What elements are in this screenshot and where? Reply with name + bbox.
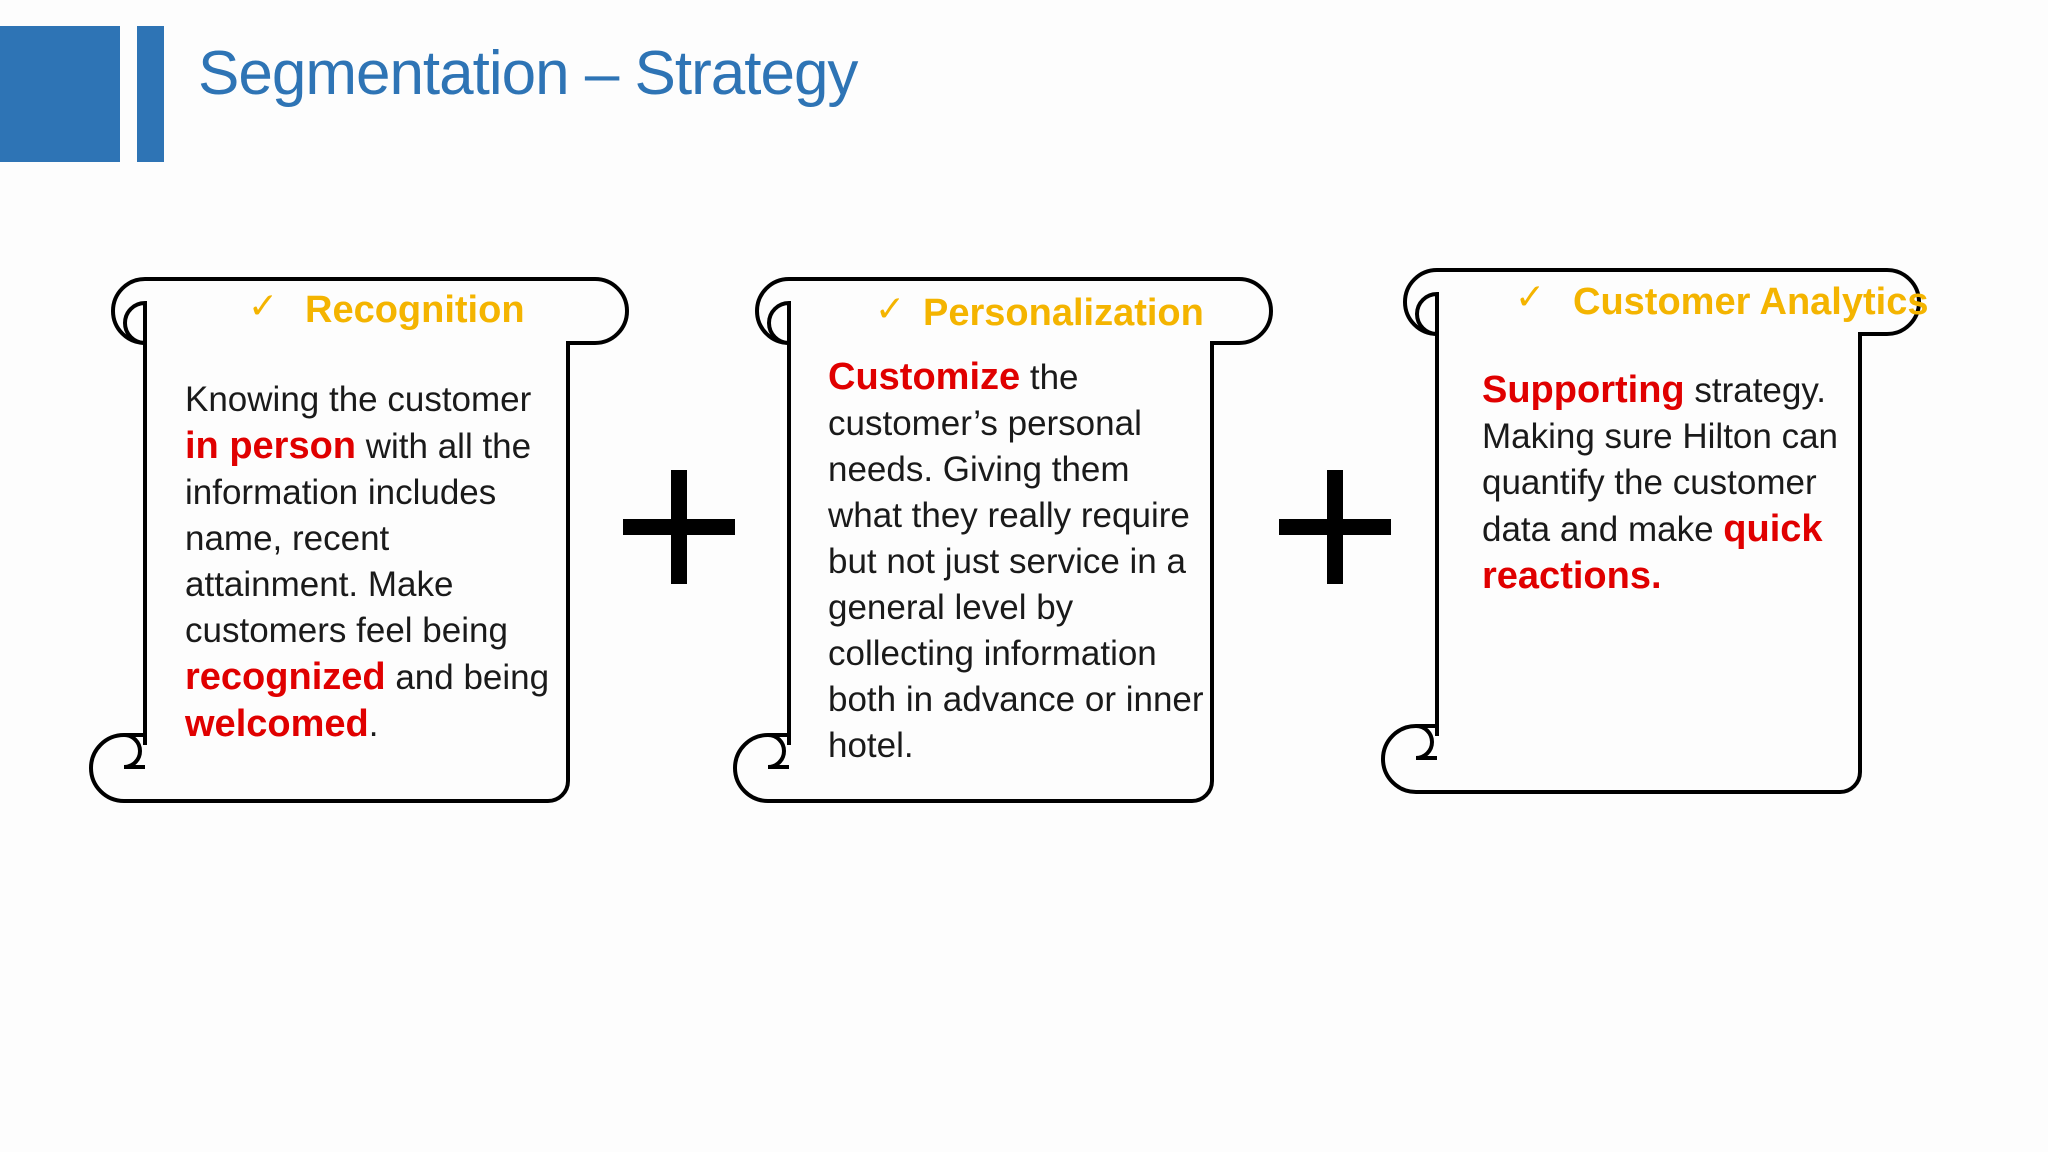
card-body-customer-analytics: Supporting strategy. Making sure Hilton … <box>1482 367 1872 600</box>
card-title-customer-analytics: Customer Analytics <box>1573 281 1929 323</box>
checkmark-icon: ✓ <box>248 285 279 326</box>
card-body-text: the customer’s personal needs. Giving th… <box>828 358 1204 765</box>
card-body-highlight: in person <box>185 425 357 467</box>
accent-block <box>0 26 120 162</box>
accent-bar <box>137 26 164 162</box>
card-body-text: strategy. Making sure Hilton can quantif… <box>1482 371 1838 549</box>
scroll-shape-customer-analytics <box>1381 268 1921 794</box>
card-body-personalization: Customize the customer’s personal needs.… <box>828 354 1213 769</box>
slide-title: Segmentation – Strategy <box>198 39 858 108</box>
card-title-recognition: Recognition <box>305 289 525 331</box>
plus-icon <box>623 470 735 584</box>
card-body-text: Knowing the customer <box>185 380 532 419</box>
card-body-text: and being <box>385 658 550 697</box>
card-body-highlight: Supporting <box>1482 369 1685 411</box>
checkmark-icon: ✓ <box>875 288 906 329</box>
plus-icon <box>1279 470 1391 584</box>
card-body-recognition: Knowing the customer in person with all … <box>185 377 565 748</box>
card-body-highlight: welcomed <box>185 703 369 745</box>
checkmark-icon: ✓ <box>1515 276 1546 317</box>
card-body-highlight: Customize <box>828 356 1021 398</box>
card-title-personalization: Personalization <box>923 292 1204 334</box>
card-body-highlight: recognized <box>185 656 386 698</box>
card-body-highlight: quick reactions. <box>1482 508 1823 597</box>
scroll-shape-recognition <box>89 277 629 803</box>
card-body-text: . <box>368 705 379 744</box>
card-body-text: with all the information includes name, … <box>185 427 532 650</box>
scroll-shape-personalization <box>733 277 1273 803</box>
